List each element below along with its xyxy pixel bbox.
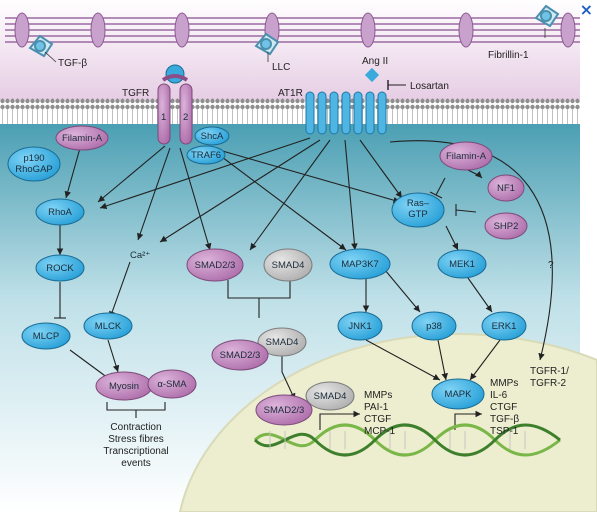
losartan-label: Losartan: [410, 81, 449, 92]
node-label: NF1: [497, 183, 515, 194]
outcome-contraction: Contraction: [110, 422, 161, 433]
close-icon[interactable]: ×: [579, 0, 593, 19]
node-traf6: TRAF6: [186, 145, 226, 165]
node-mek1: MEK1: [437, 249, 487, 279]
gene-label: MMPs: [490, 378, 518, 389]
tgfr-receptor: 1 2: [157, 64, 193, 145]
node-label: JNK1: [348, 321, 371, 332]
at1r-receptor: [305, 91, 387, 135]
smad-target-genes: MMPs PAI-1 CTGF MCP-1: [364, 390, 396, 437]
node-shca: ShcA: [194, 126, 230, 146]
node-calcium: Ca²⁺: [130, 250, 150, 261]
node-label: RhoA: [48, 207, 72, 218]
node-filamin-a-right: Filamin-A: [439, 141, 493, 171]
node-label: SMAD4: [266, 337, 299, 348]
gene-label: PAI-1: [364, 402, 389, 413]
ang-ii-icon: [364, 67, 380, 83]
node-label: RhoGAP: [15, 164, 53, 175]
node-smad4-mid: SMAD4: [257, 327, 307, 357]
node-alpha-sma: α-SMA: [147, 369, 197, 399]
tgfr-subunit-1: 1: [161, 112, 166, 123]
node-label: SMAD4: [314, 391, 347, 402]
node-label: ShcA: [201, 131, 224, 142]
node-rock: ROCK: [35, 254, 85, 282]
outcome-events: events: [121, 458, 150, 469]
gene-label: MCP-1: [364, 426, 396, 437]
node-label: SMAD2/3: [195, 260, 236, 271]
outcome-transcriptional: Transcriptional: [103, 446, 168, 457]
gene-label: TGFR-1/: [530, 366, 569, 377]
node-p38: p38: [411, 311, 457, 341]
node-label: Ras–: [407, 198, 430, 209]
node-label: ERK1: [492, 321, 517, 332]
node-nf1: NF1: [487, 174, 525, 202]
at1r-label: AT1R: [278, 88, 303, 99]
mapk-target-genes: MMPs IL-6 CTGF TGF-β TSP-1: [490, 378, 519, 437]
gene-label: TSP-1: [490, 426, 519, 437]
node-label: TRAF6: [191, 150, 221, 161]
node-smad23-mid: SMAD2/3: [211, 339, 269, 371]
node-label: Myosin: [109, 381, 139, 392]
node-rhoa: RhoA: [35, 198, 85, 226]
node-label: MEK1: [449, 259, 475, 270]
node-smad4-top: SMAD4: [263, 248, 313, 282]
latent-complex-icon: [28, 4, 560, 58]
signaling-arrows: [56, 137, 553, 401]
cellular-outcomes: Contraction Stress fibres Transcriptiona…: [103, 422, 168, 469]
node-smad4-nuc: SMAD4: [305, 381, 355, 411]
node-label: GTP: [408, 209, 428, 220]
ang-ii-label: Ang II: [362, 56, 388, 67]
tgfr-target-genes: TGFR-1/ TGFR-2: [530, 366, 569, 389]
node-ras-gtp: Ras– GTP: [391, 192, 445, 228]
node-label: p38: [426, 321, 442, 332]
node-smad23-nuc: SMAD2/3: [255, 394, 313, 426]
node-label: MAP3K7: [341, 259, 379, 270]
node-label: p190: [23, 153, 44, 164]
gene-label: MMPs: [364, 390, 392, 401]
node-label: SHP2: [494, 221, 519, 232]
node-shp2: SHP2: [484, 212, 528, 240]
node-label: Filamin-A: [62, 133, 103, 144]
node-label: SMAD2/3: [264, 405, 305, 416]
question-mark: ?: [548, 260, 554, 271]
node-mapk: MAPK: [431, 378, 485, 410]
node-label: MLCK: [95, 321, 122, 332]
node-label: MLCP: [33, 331, 59, 342]
node-label: SMAD4: [272, 260, 305, 271]
llc-label: LLC: [272, 62, 290, 73]
gene-label: CTGF: [364, 414, 391, 425]
node-mlcp: MLCP: [21, 322, 71, 350]
tgfb-label: TGF-β: [58, 58, 87, 69]
dna-helix: [253, 423, 561, 457]
cell-membrane: [0, 98, 580, 124]
gene-label: IL-6: [490, 390, 508, 401]
gene-label: TGFR-2: [530, 378, 567, 389]
tgfr-label: TGFR: [122, 88, 149, 99]
node-label: α-SMA: [157, 379, 187, 390]
node-label: MAPK: [445, 389, 473, 400]
gene-label: CTGF: [490, 402, 517, 413]
node-erk1: ERK1: [481, 311, 527, 341]
node-p190-rhogap: p190 RhoGAP: [7, 146, 61, 182]
fibrillin-beads: [14, 12, 576, 48]
node-label: Filamin-A: [446, 151, 487, 162]
node-filamin-a-left: Filamin-A: [55, 125, 109, 151]
node-smad23-top: SMAD2/3: [186, 248, 244, 282]
node-myosin: Myosin: [95, 371, 153, 401]
node-label: SMAD2/3: [220, 350, 261, 361]
tgfr-subunit-2: 2: [183, 112, 188, 123]
fibrillin-label: Fibrillin-1: [488, 50, 529, 61]
gene-label: TGF-β: [490, 414, 519, 425]
node-map3k7: MAP3K7: [329, 248, 391, 280]
node-label: ROCK: [46, 263, 74, 274]
node-mlck: MLCK: [83, 312, 133, 340]
outcome-stress-fibres: Stress fibres: [108, 434, 164, 445]
node-jnk1: JNK1: [337, 311, 383, 341]
